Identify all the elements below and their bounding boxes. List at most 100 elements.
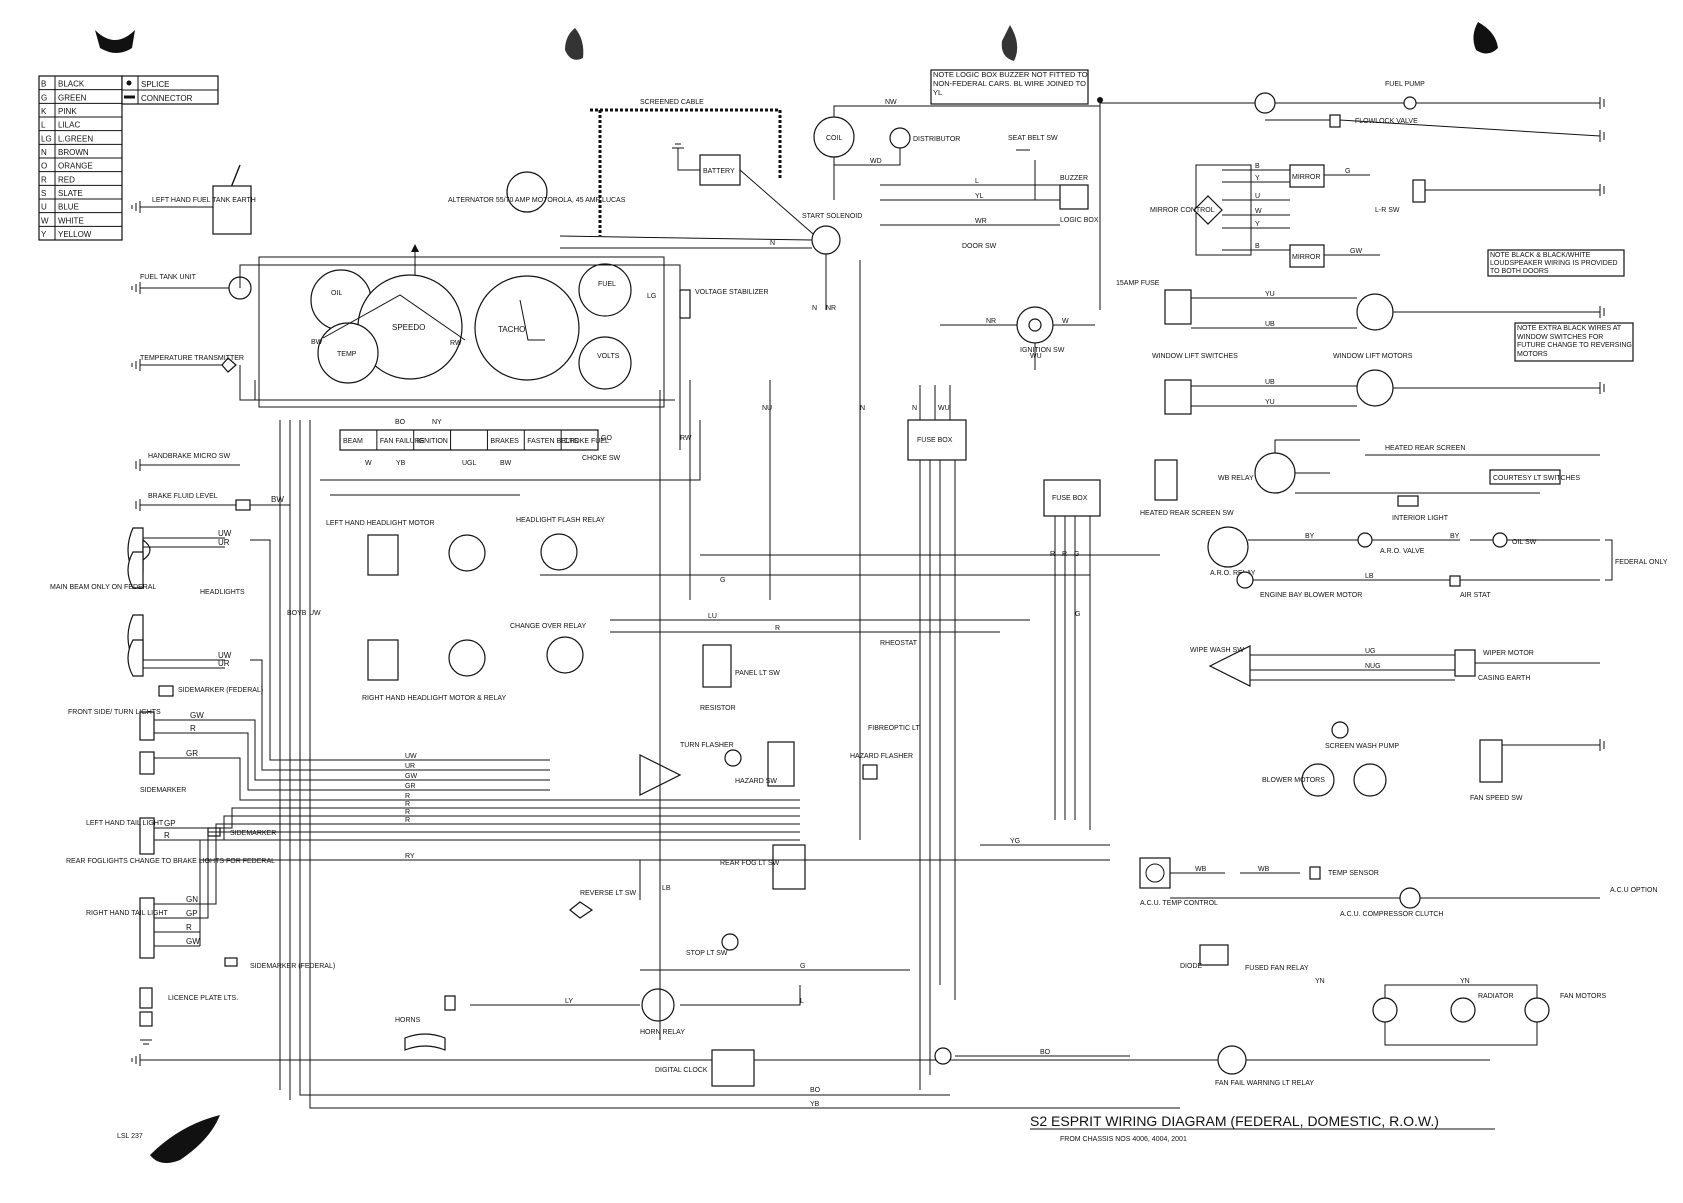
diagram-title: S2 ESPRIT WIRING DIAGRAM (FEDERAL, DOMES… (1030, 1113, 1439, 1129)
wire-label: COIL (826, 135, 842, 142)
legend-code: S (41, 189, 46, 198)
fuse-box-1 (907, 419, 967, 461)
wire-label: BO (810, 1087, 821, 1094)
headlight-lh-inner (127, 551, 144, 589)
wire-label: GN (186, 895, 198, 904)
rear-foglights-label: REAR FOGLIGHTS CHANGE TO BRAKE LIGHTS FO… (66, 858, 275, 865)
wire-label: R (164, 831, 170, 840)
legend-colour-name: WHITE (58, 216, 84, 225)
fuel-gauge (578, 263, 632, 317)
heated-rear-screen-sw-label: HEATED REAR SCREEN SW (1140, 510, 1234, 517)
wire-label: G (1075, 611, 1080, 618)
aro-valve-label: A.R.O. VALVE (1380, 548, 1425, 555)
brake-fluid-switch (235, 499, 251, 511)
wire-label: LG (647, 293, 656, 300)
wire-label: GW (1350, 248, 1362, 255)
legend-code: R (41, 175, 47, 184)
legend-code: B (41, 80, 46, 89)
wire-label: BO (395, 419, 406, 426)
acu-temp-control-label: A.C.U. TEMP CONTROL (1140, 900, 1218, 907)
interior-light-label: INTERIOR LIGHT (1392, 515, 1449, 522)
casing-earth-label: CASING EARTH (1478, 675, 1530, 682)
aux-circuits: HEATED REAR SCREEN SW WB RELAY HEATED RE… (1140, 439, 1668, 802)
wire-label: N (912, 405, 917, 412)
wire-label: WD (870, 158, 882, 165)
volts-gauge (578, 336, 632, 390)
fan-speed-switch (1479, 739, 1503, 783)
wire-label: N (770, 240, 775, 247)
legend-colour-name: SLATE (58, 189, 83, 198)
instrument-cluster: OIL SPEEDO TEMP TACHO FUEL VOLTS BW RW (258, 244, 665, 408)
fuse-15amp-label: 15AMP FUSE (1116, 280, 1160, 287)
stop-lt-sw-label: STOP LT SW (686, 950, 728, 957)
window-motor-2 (1356, 369, 1394, 407)
sidemarker-2-label: SIDEMARKER (230, 830, 276, 837)
title-block: S2 ESPRIT WIRING DIAGRAM (FEDERAL, DOMES… (117, 1113, 1495, 1143)
rh-headlight-motor-label: RIGHT HAND HEADLIGHT MOTOR & RELAY (362, 695, 507, 702)
legend-code: W (41, 216, 49, 225)
acu-section: A.C.U. TEMP CONTROL WB WB TEMP SENSOR A.… (1139, 857, 1657, 1087)
horns-label: HORNS (395, 1017, 421, 1024)
fuel-tank-unit-label: FUEL TANK UNIT (140, 274, 197, 281)
wire-label: BO (1040, 1049, 1051, 1056)
wire-label: R (190, 724, 196, 733)
distributor (889, 127, 911, 149)
lh-headlight-motor-label: LEFT HAND HEADLIGHT MOTOR (326, 520, 435, 527)
federal-only-label: FEDERAL ONLY (1615, 559, 1668, 566)
lr-switch (1412, 179, 1426, 203)
note-logic-box: NOTE LOGIC BOX BUZZER NOT FITTED TO NON-… (930, 69, 1089, 105)
temp-gauge (317, 322, 379, 384)
ignition-area: SEAT BELT SW BUZZER LOGIC BOX L YL WR DO… (880, 97, 1160, 370)
change-over-relay (546, 636, 584, 674)
brake-fluid-label: BRAKE FLUID LEVEL (148, 493, 218, 500)
splice-symbol (126, 80, 132, 86)
rear-fog-lt-sw-label: REAR FOG LT SW (720, 860, 780, 867)
warning-lamp-label: CHOKE FUEL (564, 438, 609, 445)
wire-label: L (800, 998, 804, 1005)
aro-relay (1207, 526, 1249, 568)
wire-label: BUZZER (1060, 175, 1088, 182)
headlight-flash-relay (540, 533, 578, 571)
wire-label: NUG (1365, 663, 1381, 670)
diode-label: DIODE (1180, 963, 1203, 970)
lr-sw-label: L-R SW (1375, 207, 1400, 214)
wire-label: NR (826, 305, 836, 312)
left-column: LEFT HAND FUEL TANK EARTH FUEL TANK UNIT… (50, 164, 1490, 1066)
alternator-label: ALTERNATOR 55/70 AMP MOTOROLA, 45 AMP LU… (448, 197, 626, 204)
fused-fan-relay-label: FUSED FAN RELAY (1245, 965, 1309, 972)
licence-plate-label: LICENCE PLATE LTS. (168, 995, 238, 1002)
window-lift-area: WINDOW LIFT SWITCHES WINDOW LIFT MOTORS … (1152, 289, 1634, 415)
punch-holes (95, 22, 1498, 1164)
wire-label: YN (1315, 978, 1325, 985)
wire-label: W (365, 460, 372, 467)
resistor-label: RESISTOR (700, 705, 736, 712)
wire-label: UW (218, 651, 232, 660)
wire-label: LY (565, 998, 573, 1005)
start-solenoid-label: START SOLENOID (802, 213, 862, 220)
screen-wash-pump-label: SCREEN WASH PUMP (1325, 743, 1399, 750)
sidemarker-federal-label: SIDEMARKER (FEDERAL) (178, 687, 263, 694)
fan-fail-label: FAN FAIL WARNING LT RELAY (1215, 1080, 1314, 1087)
wire-label: B (1255, 243, 1260, 250)
mirror-label-bottom: MIRROR (1292, 254, 1320, 261)
wire-label: GR (186, 749, 198, 758)
wb-relay-label: WB RELAY (1218, 475, 1254, 482)
temperature-transmitter (221, 357, 237, 373)
wb-relay (1254, 452, 1296, 494)
blower-motor-2 (1353, 763, 1387, 797)
flowlock-valve-label: FLOWLOCK VALVE (1355, 118, 1418, 125)
lh-tail-light-label: LEFT HAND TAIL LIGHT (86, 820, 164, 827)
blower-motor-1 (1301, 763, 1335, 797)
wire-label: L (975, 178, 979, 185)
wire-label: NW (885, 99, 897, 106)
wire-label: R (405, 793, 410, 800)
heated-rear-screen-label: HEATED REAR SCREEN (1385, 445, 1465, 452)
radiator-label: RADIATOR (1478, 993, 1514, 1000)
sidemarker-label: SIDEMARKER (140, 787, 186, 794)
wire-label: GW (405, 773, 417, 780)
wire-label: BW (500, 460, 512, 467)
lh-tail-light (139, 817, 155, 855)
wire-label: Y (1255, 175, 1260, 182)
